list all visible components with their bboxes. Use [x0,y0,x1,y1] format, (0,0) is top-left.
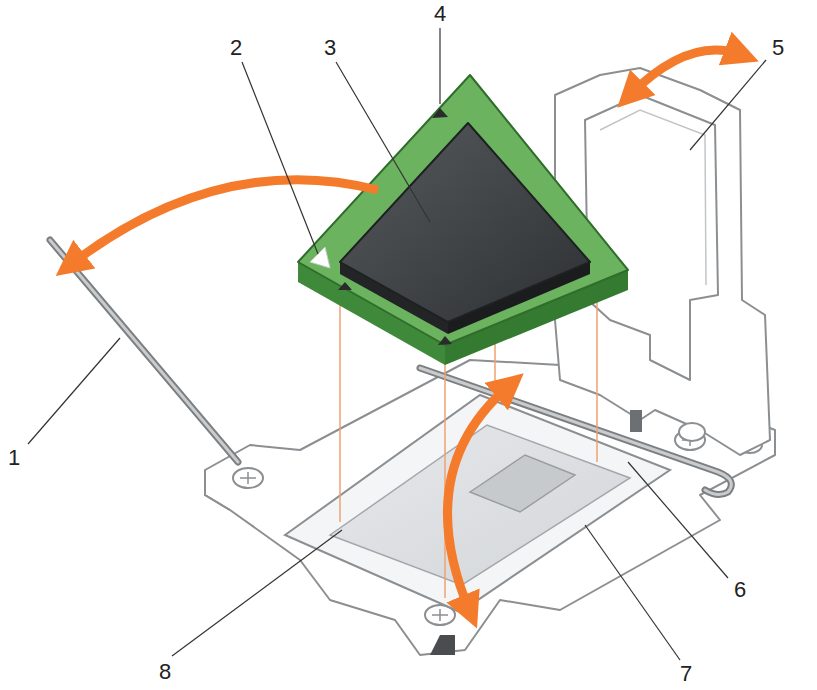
processor [298,75,628,365]
pin1-triangle [310,247,330,268]
pin-field [330,425,630,585]
lever-1 [50,240,238,462]
callout-number: 2 [228,36,244,60]
callout-number: 4 [432,2,448,26]
callout-number: 7 [678,662,694,686]
leader-lines [28,28,766,660]
callout-number: 5 [770,36,786,60]
latch-tab [430,635,455,655]
socket-center [470,455,575,512]
callout-number: 1 [6,446,22,470]
callout-number: 3 [322,36,338,60]
orientation-notch [432,108,448,118]
motion-arrows [70,50,742,612]
callout-number: 8 [157,660,173,684]
callout-number: 6 [732,578,748,602]
heat-spreader [340,123,590,322]
